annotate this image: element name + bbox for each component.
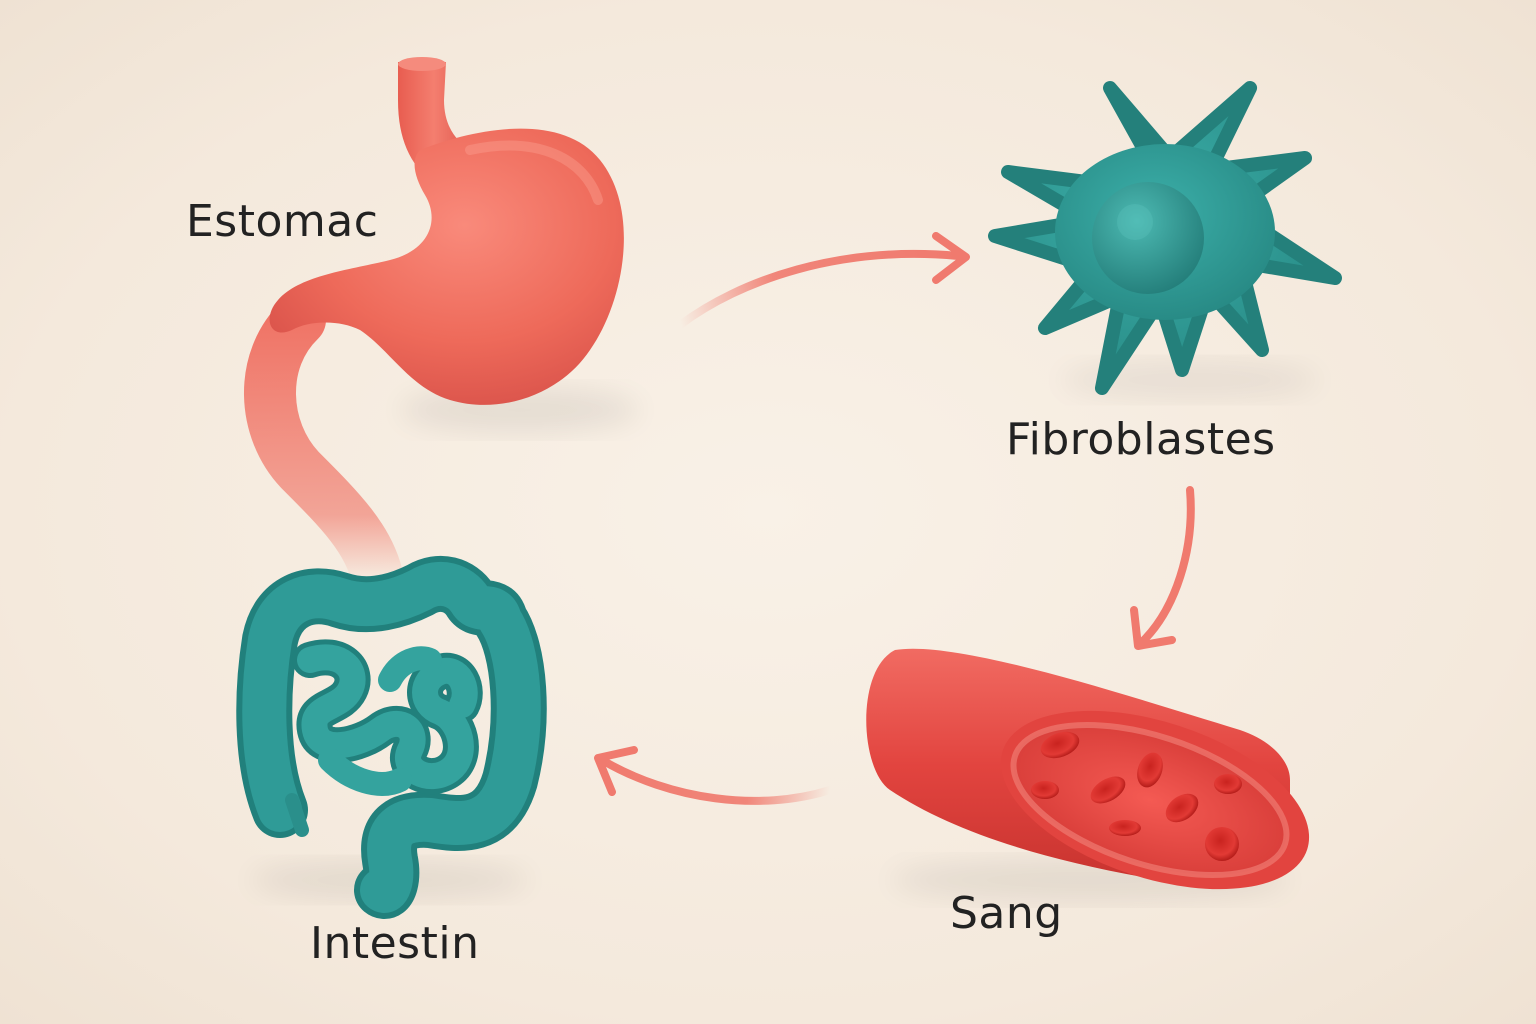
blood-vessel-icon <box>866 648 1310 890</box>
stomach-label: Estomac <box>186 196 379 247</box>
red-blood-cells <box>1031 731 1242 861</box>
stomach-icon <box>244 57 624 606</box>
arrow-fibroblasts-to-blood <box>1130 486 1195 650</box>
arrow-blood-to-intestine <box>594 746 834 805</box>
blood-label: Sang <box>950 888 1063 939</box>
fibroblasts-label: Fibroblastes <box>1006 414 1276 465</box>
fibroblast-cell-icon <box>988 81 1342 395</box>
intestine-label: Intestin <box>310 918 480 969</box>
arrow-stomach-to-fibroblasts <box>676 232 970 329</box>
intestine-icon <box>236 555 547 919</box>
